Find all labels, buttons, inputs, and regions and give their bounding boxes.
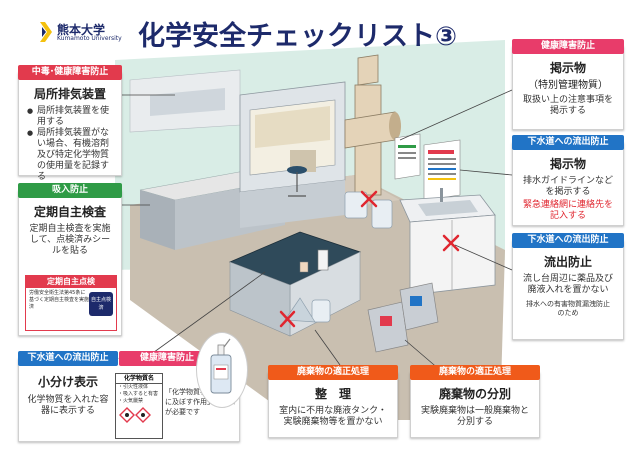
university-logo: 熊本大学 Kumamoto University	[40, 22, 130, 44]
card-title: 整 理	[314, 387, 351, 401]
page-title-text: 化学安全チェックリスト	[138, 21, 435, 52]
card-tag: 廃棄物の適正処理	[268, 365, 398, 380]
page-title: 化学安全チェックリスト③	[138, 14, 498, 52]
seal-badge: 自主点検 済	[89, 292, 113, 316]
card-waste-cleanup: 廃棄物の適正処理 整 理 室内に不用な廃液タンク・実験廃棄物等を置かない	[268, 365, 398, 438]
chemical-bottle	[196, 332, 248, 408]
bullet-item: 局所排気装置を使用する	[27, 106, 115, 128]
seal-banner: 定期自主点検	[26, 276, 116, 288]
card-title: 廃棄物の分別	[438, 387, 511, 401]
card-title: 局所排気装置	[33, 87, 106, 101]
card-tag-left: 下水道への流出防止	[18, 351, 118, 366]
card-subtitle: （特別管理物質）	[528, 80, 608, 91]
ghs-pictogram-icons	[119, 407, 151, 423]
card-body: 化学物質を入れた容器に表示する	[27, 395, 109, 416]
card-title: 定期自主検査	[33, 205, 106, 219]
card-tag-right: 健康障害防止	[119, 351, 215, 366]
waste-tanks	[284, 191, 393, 323]
card-tag: 下水道への流出防止	[512, 233, 624, 248]
card-warn: 緊急連絡網に連絡先を記入する	[522, 200, 613, 221]
page-title-number: ③	[435, 22, 458, 52]
logo-univ-jp: 熊本大学	[57, 23, 106, 37]
card-waste-sort: 廃棄物の適正処理 廃棄物の分別 実験廃棄物は一般廃棄物と分別する	[410, 365, 540, 438]
card-body: 実験廃棄物は一般廃棄物と分別する	[420, 406, 529, 427]
card-tag: 下水道への流出防止	[512, 135, 624, 150]
container-label-line: ・引火性液体	[118, 384, 149, 390]
card-title: 掲示物	[549, 157, 586, 171]
card-tag: 健康障害防止	[512, 39, 624, 54]
card-title: 小分け表示	[37, 375, 98, 389]
seal-badge-line2: 済	[98, 305, 104, 311]
container-label-title: 化学物質名	[116, 374, 162, 384]
card-title: 掲示物	[549, 61, 586, 75]
card-outflow: 下水道への流出防止 流出防止 流し台周辺に薬品及び廃液入れを置かない 排水への有…	[512, 233, 624, 340]
container-label-line: ・火気厳禁	[118, 398, 144, 404]
inspection-seal: 定期自主点検 労働安全衛生法第45条に基づく定期自主検査を実施済 自主点検 済	[25, 275, 117, 331]
card-self-inspection: 吸入防止 定期自主検査 定期自主検査を実施して、点検済みシールを貼る 定期自主点…	[18, 183, 122, 336]
card-body: 排水ガイドラインなどを掲示する	[522, 176, 613, 197]
lab-stool	[287, 166, 307, 197]
logo-univ-en: Kumamoto University	[57, 35, 122, 42]
card-sign-specific: 健康障害防止 掲示物 （特別管理物質） 取扱い上の注意事項を掲示する	[512, 39, 624, 130]
exhaust-duct	[344, 54, 401, 196]
card-body: 流し台周辺に薬品及び廃液入れを置かない	[522, 274, 613, 295]
card-title: 流出防止	[543, 255, 592, 269]
card-tag: 廃棄物の適正処理	[410, 365, 540, 380]
waste-bins	[367, 282, 439, 353]
card-body: 定期自主検査を実施して、点検済みシールを貼る	[29, 224, 111, 256]
seal-badge-line1: 自主点検	[90, 297, 111, 303]
logo-mark-icon	[40, 22, 52, 42]
card-small-note: 排水への有害物質漏洩防止のため	[526, 300, 610, 317]
card-local-exhaust: 中毒･健康障害防止 局所排気装置 局所排気装置を使用する 局所排気装置がない場合…	[18, 65, 122, 182]
seal-text: 労働安全衛生法第45条に基づく定期自主検査を実施済	[29, 290, 90, 310]
wall-postings	[394, 133, 461, 201]
card-tag: 吸入防止	[18, 183, 122, 198]
fume-hood	[239, 81, 346, 228]
card-sign-drain: 下水道への流出防止 掲示物 排水ガイドラインなどを掲示する 緊急連絡網に連絡先を…	[512, 135, 624, 226]
violation-marks	[279, 190, 460, 328]
bottle-icon	[210, 338, 232, 394]
bullet-item: 局所排気装置がない場合、有機溶剤及び特定化学物質の使用量を記録する	[27, 128, 115, 183]
card-bullets: 局所排気装置を使用する 局所排気装置がない場合、有機溶剤及び特定化学物質の使用量…	[27, 106, 115, 183]
card-body: 室内に不用な廃液タンク・実験廃棄物等を置かない	[279, 406, 387, 427]
sink-unit	[399, 188, 496, 296]
container-label-line: ・吸入すると有害	[118, 391, 159, 397]
card-tag: 中毒･健康障害防止	[18, 65, 122, 80]
card-body: 取扱い上の注意事項を掲示する	[522, 95, 613, 116]
container-label: 化学物質名 ・引火性液体 ・吸入すると有害 ・火気厳禁	[115, 373, 163, 439]
